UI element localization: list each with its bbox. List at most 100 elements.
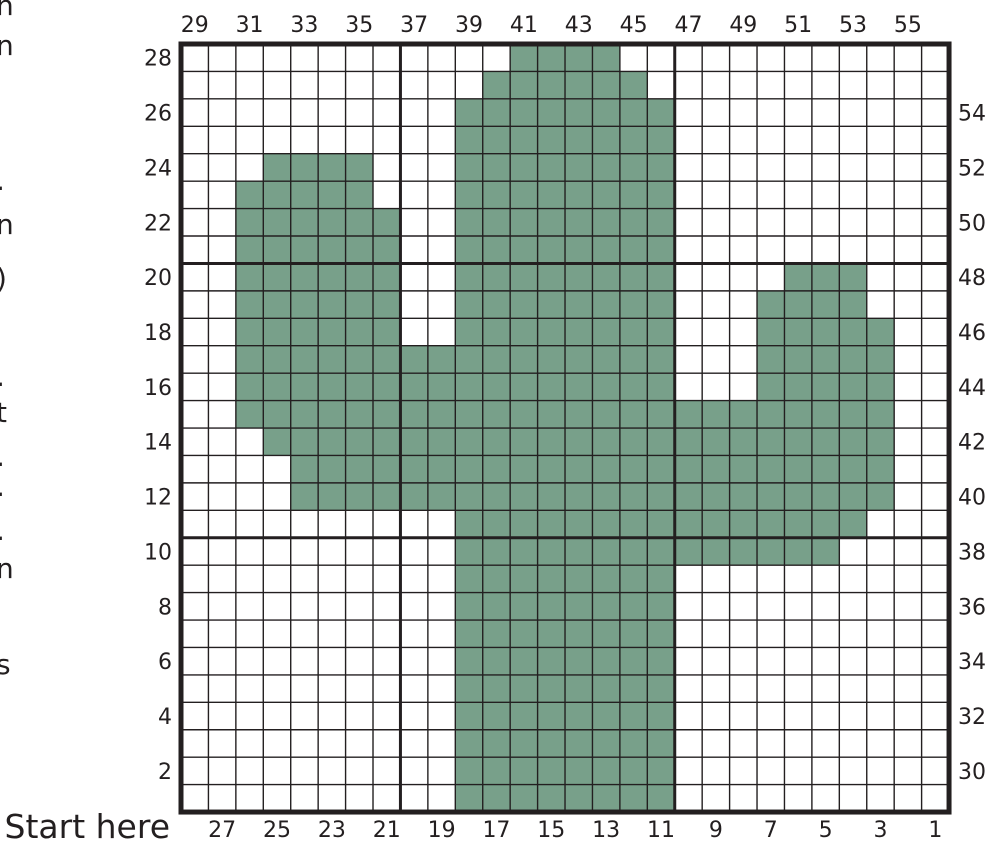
stitch-cell-r10-c8 (730, 538, 757, 565)
margin-text-fragment: s (0, 648, 11, 681)
stitch-cell-r7-c13 (592, 620, 619, 647)
top-label-51: 51 (784, 13, 812, 38)
stitch-cell-r7-c18 (455, 620, 482, 647)
stitch-cell-r13-c12 (620, 455, 647, 482)
stitch-cell-r13-c22 (346, 455, 373, 482)
stitch-cell-r16-c19 (428, 373, 455, 400)
stitch-cell-r2-c18 (455, 757, 482, 784)
stitch-cell-r4-c16 (510, 702, 537, 729)
start-here-label: Start here (5, 807, 170, 843)
stitch-cell-r14-c21 (373, 428, 400, 455)
stitch-cell-r21-c11 (647, 236, 674, 263)
stitch-cell-r19-c7 (757, 291, 784, 318)
stitch-cell-r19-c16 (510, 291, 537, 318)
stitch-cell-r11-c14 (565, 510, 592, 537)
stitch-cell-r4-c12 (620, 702, 647, 729)
stitch-cell-r18-c18 (455, 318, 482, 345)
stitch-cell-r25-c15 (538, 126, 565, 153)
stitch-cell-r17-c25 (263, 346, 290, 373)
stitch-cell-r17-c6 (784, 346, 811, 373)
stitch-cell-r18-c6 (784, 318, 811, 345)
stitch-cell-r18-c25 (263, 318, 290, 345)
stitch-cell-r8-c14 (565, 593, 592, 620)
stitch-cell-r15-c26 (236, 401, 263, 428)
stitch-cell-r17-c20 (400, 346, 427, 373)
stitch-cell-r16-c18 (455, 373, 482, 400)
stitch-cell-r19-c5 (812, 291, 839, 318)
stitch-cell-r14-c14 (565, 428, 592, 455)
stitch-cell-r26-c11 (647, 99, 674, 126)
stitch-cell-r19-c23 (318, 291, 345, 318)
stitch-cell-r21-c22 (346, 236, 373, 263)
stitch-cell-r22-c23 (318, 209, 345, 236)
stitch-cell-r15-c22 (346, 401, 373, 428)
stitch-cell-r14-c10 (675, 428, 702, 455)
margin-text-fragment: . (0, 360, 5, 393)
stitch-cell-r27-c13 (592, 71, 619, 98)
margin-text-fragment: . (0, 164, 5, 197)
stitch-cell-r15-c21 (373, 401, 400, 428)
stitch-cell-r21-c17 (483, 236, 510, 263)
stitch-cell-r16-c4 (839, 373, 866, 400)
stitch-cell-r3-c18 (455, 730, 482, 757)
stitch-cell-r15-c4 (839, 401, 866, 428)
stitch-cell-r15-c14 (565, 401, 592, 428)
stitch-cell-r17-c5 (812, 346, 839, 373)
stitch-cell-r18-c12 (620, 318, 647, 345)
stitch-cell-r7-c12 (620, 620, 647, 647)
stitch-cell-r15-c19 (428, 401, 455, 428)
stitch-cell-r9-c12 (620, 565, 647, 592)
stitch-cell-r23-c26 (236, 181, 263, 208)
stitch-cell-r18-c24 (291, 318, 318, 345)
margin-text-fragment: . (0, 440, 5, 473)
stitch-cell-r23-c22 (346, 181, 373, 208)
top-label-43: 43 (565, 13, 593, 38)
stitch-cell-r12-c5 (812, 483, 839, 510)
top-label-41: 41 (510, 13, 538, 38)
stitch-cell-r20-c5 (812, 263, 839, 290)
right-label-52: 52 (958, 156, 986, 181)
stitch-cell-r10-c16 (510, 538, 537, 565)
stitch-cell-r13-c7 (757, 455, 784, 482)
stitch-cell-r15-c18 (455, 401, 482, 428)
stitch-cell-r17-c4 (839, 346, 866, 373)
stitch-cell-r12-c16 (510, 483, 537, 510)
stitch-cell-r22-c13 (592, 209, 619, 236)
stitch-cell-r8-c16 (510, 593, 537, 620)
stitch-cell-r26-c16 (510, 99, 537, 126)
stitch-cell-r25-c13 (592, 126, 619, 153)
stitch-cell-r6-c13 (592, 647, 619, 674)
stitch-cell-r15-c6 (784, 401, 811, 428)
top-label-31: 31 (236, 13, 264, 38)
stitch-cell-r12-c12 (620, 483, 647, 510)
stitch-cell-r10-c17 (483, 538, 510, 565)
margin-text-fragment: n (0, 552, 14, 585)
margin-text-fragment: n (0, 0, 14, 22)
margin-text-fragment: ) (0, 262, 7, 295)
right-label-48: 48 (958, 266, 986, 291)
stitch-cell-r21-c14 (565, 236, 592, 263)
margin-text-fragment: t (0, 396, 7, 429)
stitch-cell-r21-c12 (620, 236, 647, 263)
stitch-cell-r26-c17 (483, 99, 510, 126)
stitch-cell-r15-c7 (757, 401, 784, 428)
stitch-cell-r24-c16 (510, 154, 537, 181)
stitch-cell-r17-c11 (647, 346, 674, 373)
stitch-cell-r13-c24 (291, 455, 318, 482)
stitch-cell-r1-c18 (455, 785, 482, 812)
stitch-cell-r21-c24 (291, 236, 318, 263)
stitch-cell-r7-c14 (565, 620, 592, 647)
stitch-cell-r14-c5 (812, 428, 839, 455)
stitch-cell-r18-c11 (647, 318, 674, 345)
stitch-cell-r28-c14 (565, 44, 592, 71)
stitch-cell-r24-c12 (620, 154, 647, 181)
stitch-cell-r24-c13 (592, 154, 619, 181)
stitch-cell-r16-c6 (784, 373, 811, 400)
stitch-cell-r28-c16 (510, 44, 537, 71)
stitch-cell-r10-c7 (757, 538, 784, 565)
stitch-cell-r2-c17 (483, 757, 510, 784)
stitch-cell-r16-c12 (620, 373, 647, 400)
stitch-cell-r11-c6 (784, 510, 811, 537)
stitch-cell-r28-c13 (592, 44, 619, 71)
stitch-cell-r20-c13 (592, 263, 619, 290)
